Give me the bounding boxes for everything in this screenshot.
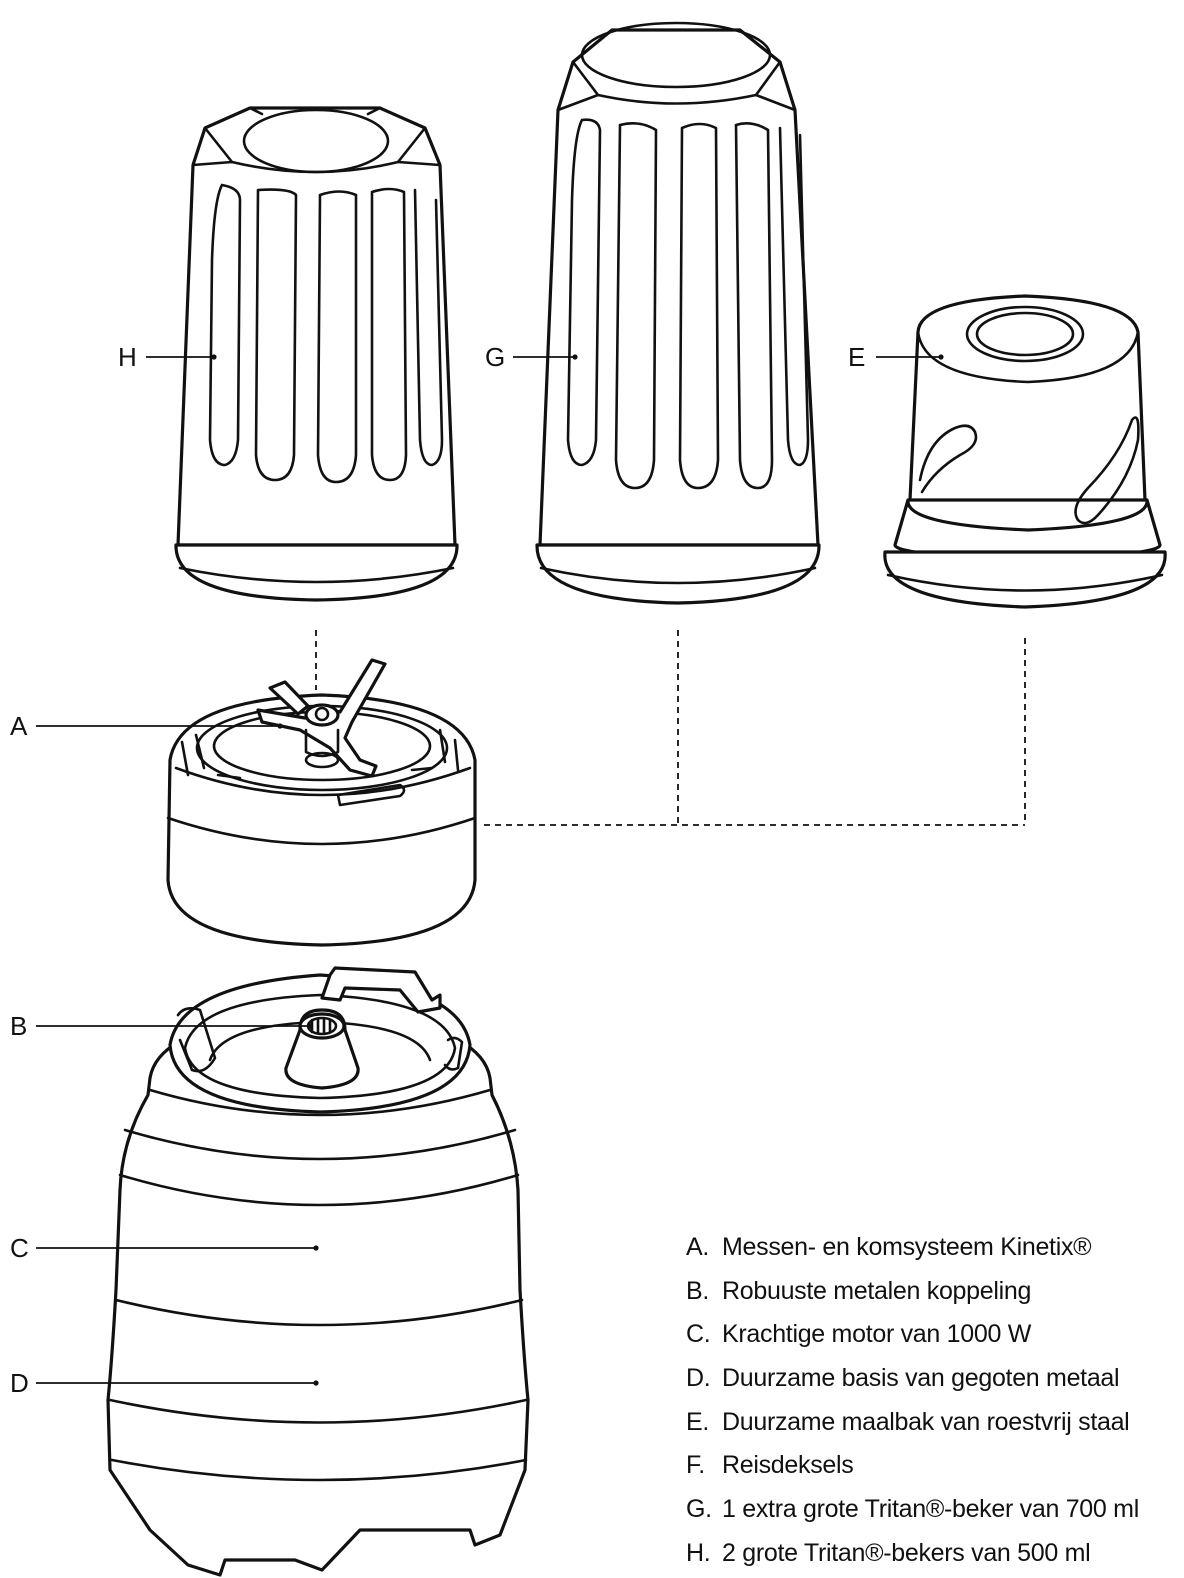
svg-text:G: G: [485, 342, 505, 372]
legend-item-d: D.Duurzame basis van gegoten metaal: [686, 1364, 1120, 1393]
svg-text:C: C: [10, 1233, 29, 1263]
legend-item-b: B.Robuuste metalen koppeling: [686, 1276, 1032, 1305]
callout-c: C: [10, 1233, 319, 1263]
assembly-connectors: [315, 630, 1026, 826]
legend-item-h: H.2 grote Tritan®-bekers van 500 ml: [686, 1538, 1091, 1567]
svg-text:E: E: [848, 342, 865, 372]
callout-d: D: [10, 1368, 319, 1398]
callout-a: A: [10, 711, 283, 741]
legend-item-f: F.Reisdeksels: [686, 1451, 854, 1480]
legend-item-a: A.Messen- en komsysteem Kinetix®: [686, 1233, 1092, 1261]
legend-item-c: C.Krachtige motor van 1000 W: [686, 1320, 1032, 1349]
callout-e: E: [848, 342, 944, 372]
callout-g: G: [485, 342, 578, 372]
legend-item-e: E.Duurzame maalbak van roestvrij staal: [686, 1407, 1130, 1436]
parts-legend: A.Messen- en komsysteem Kinetix® B.Robuu…: [686, 1226, 1139, 1576]
cup-h-500ml: [174, 106, 459, 602]
blade-assembly-a: [166, 658, 477, 947]
legend-item-g: G.1 extra grote Tritan®-beker van 700 ml: [686, 1495, 1139, 1524]
callout-b: B: [10, 1011, 313, 1041]
svg-text:A: A: [10, 711, 28, 741]
svg-text:B: B: [10, 1011, 27, 1041]
grinding-cup-e: [883, 294, 1167, 609]
cup-g-700ml: [535, 21, 821, 605]
motor-base: [106, 966, 530, 1577]
svg-text:H: H: [118, 342, 137, 372]
callout-h: H: [118, 342, 217, 372]
svg-text:D: D: [10, 1368, 29, 1398]
